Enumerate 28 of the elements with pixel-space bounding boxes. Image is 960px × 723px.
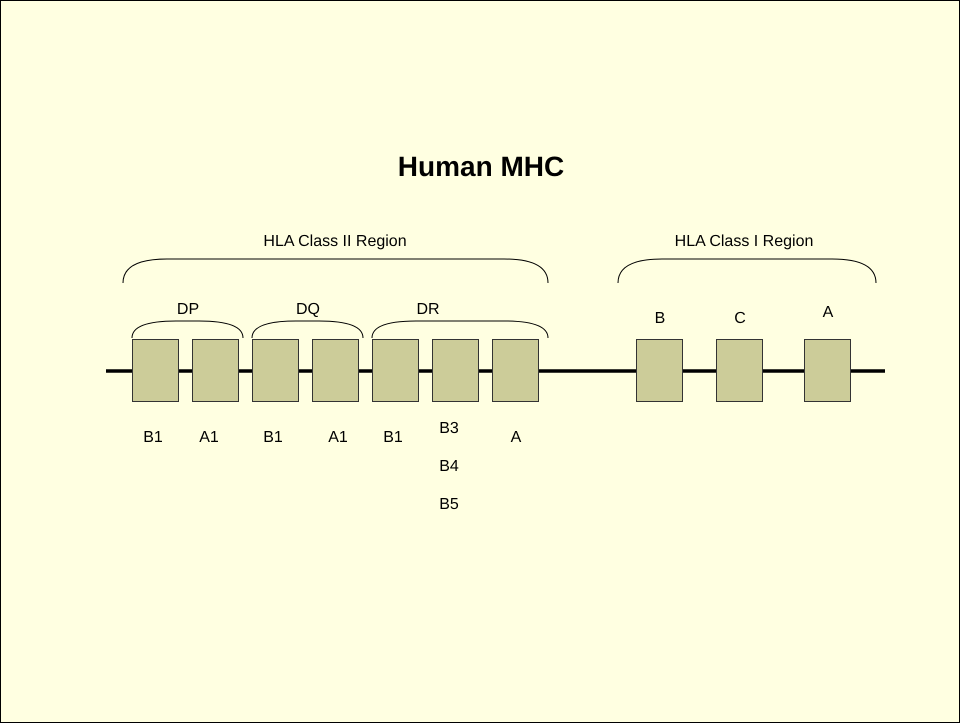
- gene-box: [716, 339, 763, 402]
- gene-label: B: [654, 311, 666, 327]
- gene-label: B5: [439, 497, 459, 513]
- gene-box: [636, 339, 683, 402]
- gene-label: A1: [328, 430, 348, 446]
- gene-label: A: [510, 430, 522, 446]
- gene-box: [312, 339, 359, 402]
- gene-group-label: DQ: [296, 302, 320, 318]
- gene-box: [372, 339, 419, 402]
- region-label: HLA Class II Region: [263, 234, 407, 250]
- gene-label: C: [734, 311, 746, 327]
- gene-box: [192, 339, 239, 402]
- gene-label: B1: [143, 430, 163, 446]
- title: Human MHC: [398, 153, 564, 181]
- gene-box: [252, 339, 299, 402]
- gene-group-label: DR: [416, 302, 440, 318]
- gene-label: B1: [263, 430, 283, 446]
- gene-label: B1: [383, 430, 403, 446]
- gene-box: [804, 339, 851, 402]
- gene-label: A1: [199, 430, 219, 446]
- gene-box: [432, 339, 479, 402]
- gene-label: B3: [439, 421, 459, 437]
- gene-group-label: DP: [176, 302, 200, 318]
- gene-box: [132, 339, 179, 402]
- gene-label: B4: [439, 459, 459, 475]
- region-label: HLA Class I Region: [674, 234, 814, 250]
- gene-box: [492, 339, 539, 402]
- gene-label: A: [822, 305, 834, 321]
